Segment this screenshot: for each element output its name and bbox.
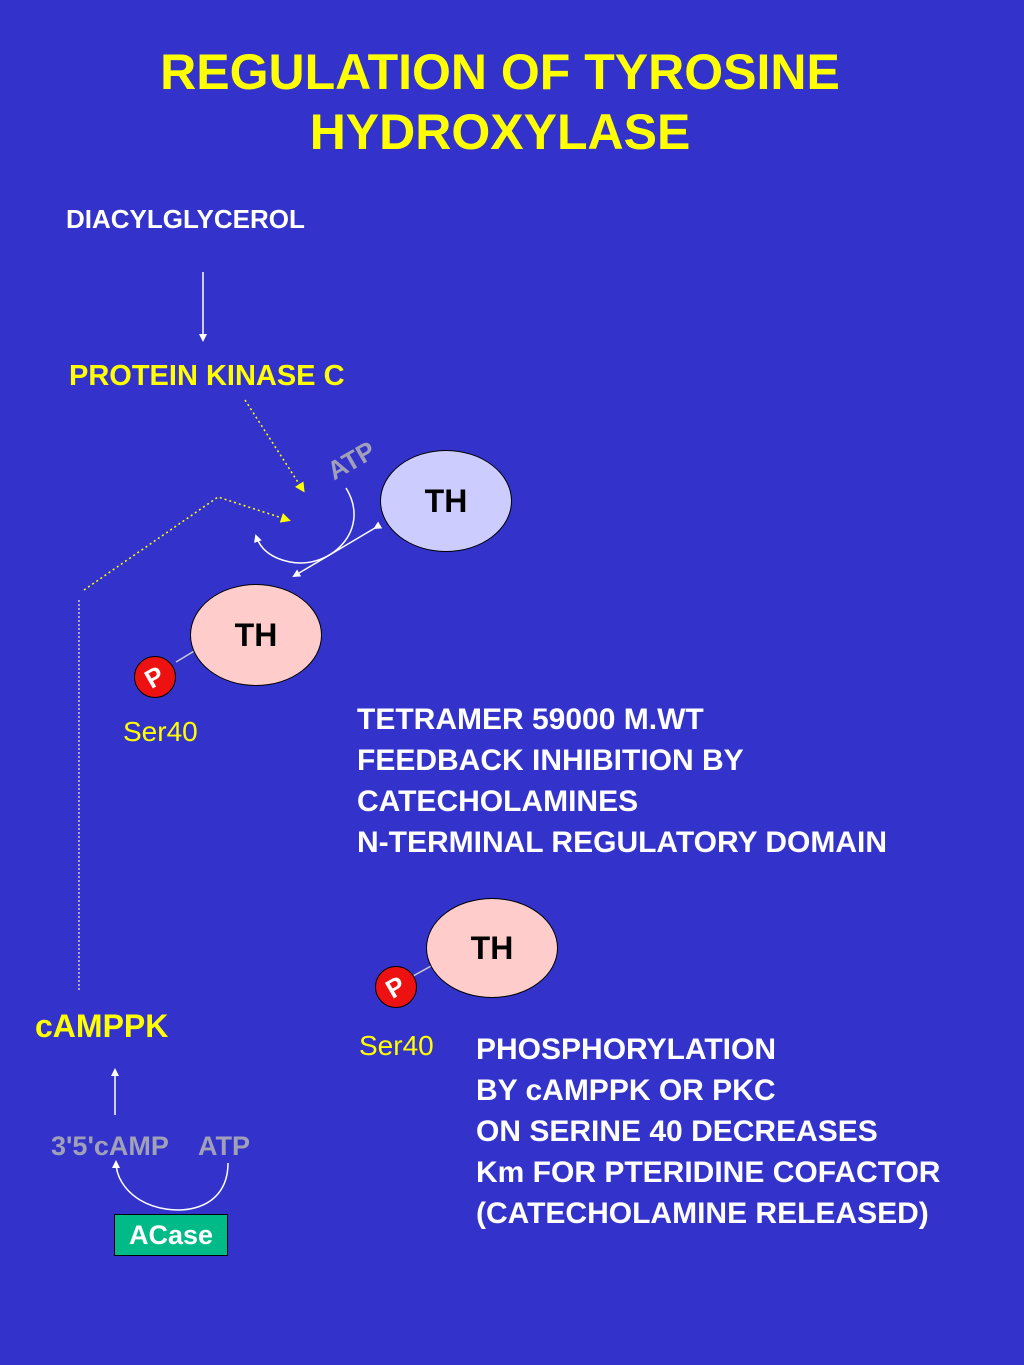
campk-dotted-path	[83, 496, 291, 591]
label-ser40-bottom: Ser40	[359, 1030, 434, 1061]
notes-top: TETRAMER 59000 M.WT FEEDBACK INHIBITION …	[357, 699, 887, 863]
label-diacylglycerol: DIACYLGLYCEROL	[66, 204, 305, 234]
note-line: N-TERMINAL REGULATORY DOMAIN	[357, 826, 887, 859]
label-campk: cAMPPK	[35, 1008, 169, 1044]
p-connector-bottom	[412, 964, 434, 977]
note-line: PHOSPHORYLATION	[476, 1033, 777, 1066]
th-node-phosphorylated-bottom: TH	[426, 898, 558, 998]
title-line-2: HYDROXYLASE	[309, 104, 691, 160]
acase-label: ACase	[128, 1219, 214, 1250]
th-node-label: TH	[234, 616, 278, 653]
phosphate-label: P	[139, 659, 170, 694]
label-camp: 3'5'cAMP	[51, 1131, 169, 1161]
th-node-label: TH	[470, 929, 514, 966]
note-line: ON SERINE 40 DECREASES	[476, 1115, 878, 1148]
arrow-atp-curve-bottom	[112, 1160, 229, 1211]
phosphate-label: P	[380, 969, 411, 1004]
th-node-phosphorylated: TH	[190, 584, 322, 686]
title-line-1: REGULATION OF TYROSINE	[160, 44, 840, 100]
arrow-pkc-dotted	[244, 399, 305, 493]
note-line: FEEDBACK INHIBITION BY	[357, 744, 744, 777]
label-protein-kinase-c: PROTEIN KINASE C	[69, 360, 345, 392]
page-title: REGULATION OF TYROSINE HYDROXYLASE	[0, 42, 1000, 162]
acase-box: ACase	[114, 1214, 228, 1256]
notes-bottom: PHOSPHORYLATION BY cAMPPK OR PKC ON SERI…	[476, 1029, 940, 1234]
label-ser40-mid: Ser40	[123, 716, 198, 747]
phosphate-tag-bottom: P	[375, 966, 417, 1008]
note-line: (CATECHOLAMINE RELEASED)	[476, 1197, 929, 1230]
note-line: BY cAMPPK OR PKC	[476, 1074, 776, 1107]
note-line: TETRAMER 59000 M.WT	[357, 703, 704, 736]
arrow-atp-curve-top	[254, 487, 355, 564]
th-node-label: TH	[424, 482, 468, 519]
p-connector-mid	[175, 649, 197, 663]
arrow-th-double	[292, 521, 383, 578]
note-line: CATECHOLAMINES	[357, 785, 639, 818]
phosphate-tag-mid: P	[134, 656, 176, 698]
th-node-unphosphorylated: TH	[380, 450, 512, 552]
note-line: Km FOR PTERIDINE COFACTOR	[476, 1156, 941, 1189]
label-atp-bottom: ATP	[198, 1131, 250, 1161]
